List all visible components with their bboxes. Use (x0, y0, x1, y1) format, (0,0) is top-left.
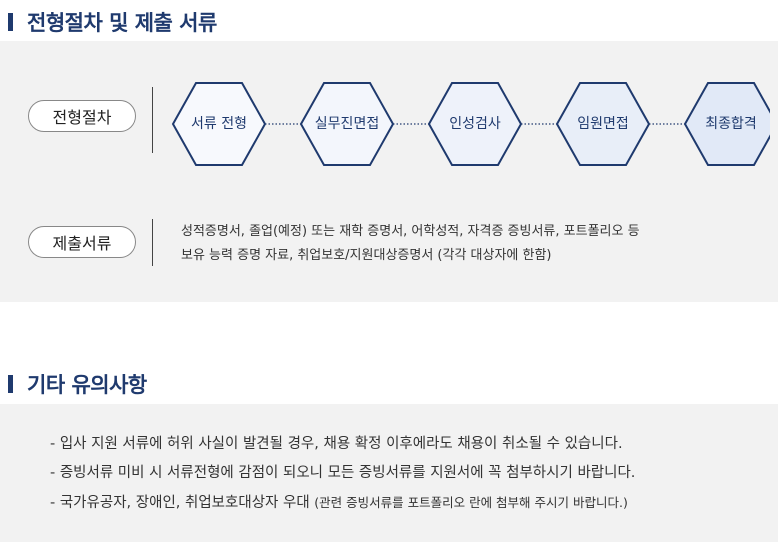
step-hexagon (427, 82, 523, 166)
step-label-line: 실무진 (314, 116, 354, 132)
documents-line-2: 보유 능력 증명 자료, 취업보호/지원대상증명서 (각각 대상자에 한함) (181, 248, 552, 263)
documents-divider (152, 219, 153, 266)
step-label: 인성검사 (429, 83, 521, 165)
title-accent-bar (8, 13, 13, 31)
step-hexagon (299, 82, 395, 166)
note-item: - 입사 지원 서류에 허위 사실이 발견될 경우, 채용 확정 이후에라도 채… (50, 436, 623, 452)
note-item: - 증빙서류 미비 시 서류전형에 감점이 되오니 모든 증빙서류를 지원서에 … (50, 465, 636, 481)
step-label: 임원면접 (557, 83, 649, 165)
notes-panel (0, 404, 778, 542)
step-hexagon (555, 82, 651, 166)
section-title-text: 전형절차 및 제출 서류 (27, 11, 217, 35)
step-label: 최종합격 (685, 83, 777, 165)
notes-list: - 입사 지원 서류에 허위 사실이 발견될 경우, 채용 확정 이후에라도 채… (50, 430, 635, 518)
note-item: - 국가유공자, 장애인, 취업보호대상자 우대 (관련 증빙서류를 포트폴리오… (50, 488, 635, 518)
process-label-pill: 전형절차 (28, 100, 136, 132)
process-panel (0, 41, 778, 302)
section-title-notes: 기타 유의사항 (0, 369, 147, 399)
step-label-line: 최종합격 (705, 116, 757, 132)
documents-line-1: 성적증명서, 졸업(예정) 또는 재학 증명서, 어학성적, 자격증 증빙서류,… (181, 224, 640, 239)
step-label-line: 면접 (353, 116, 380, 132)
step-label-line: 인성검사 (449, 116, 501, 132)
title-accent-bar (8, 375, 13, 393)
note-item-main: - 국가유공자, 장애인, 취업보호대상자 우대 (50, 495, 315, 511)
process-steps-graphic (171, 82, 770, 166)
step-label-line: 서류 전형 (191, 116, 247, 132)
note-item-sub: (관련 증빙서류를 포트폴리오 란에 첨부해 주시기 바랍니다.) (314, 495, 628, 510)
documents-label-pill: 제출서류 (28, 226, 136, 258)
section-title-text: 기타 유의사항 (27, 373, 147, 397)
step-label-line: 임원면접 (577, 116, 629, 132)
documents-list: 성적증명서, 졸업(예정) 또는 재학 증명서, 어학성적, 자격증 증빙서류,… (181, 220, 640, 268)
step-label: 서류 전형 (173, 83, 265, 165)
section-title-process: 전형절차 및 제출 서류 (0, 7, 217, 37)
step-hexagon (171, 82, 267, 166)
step-hexagon (683, 82, 770, 166)
process-divider (152, 87, 153, 153)
